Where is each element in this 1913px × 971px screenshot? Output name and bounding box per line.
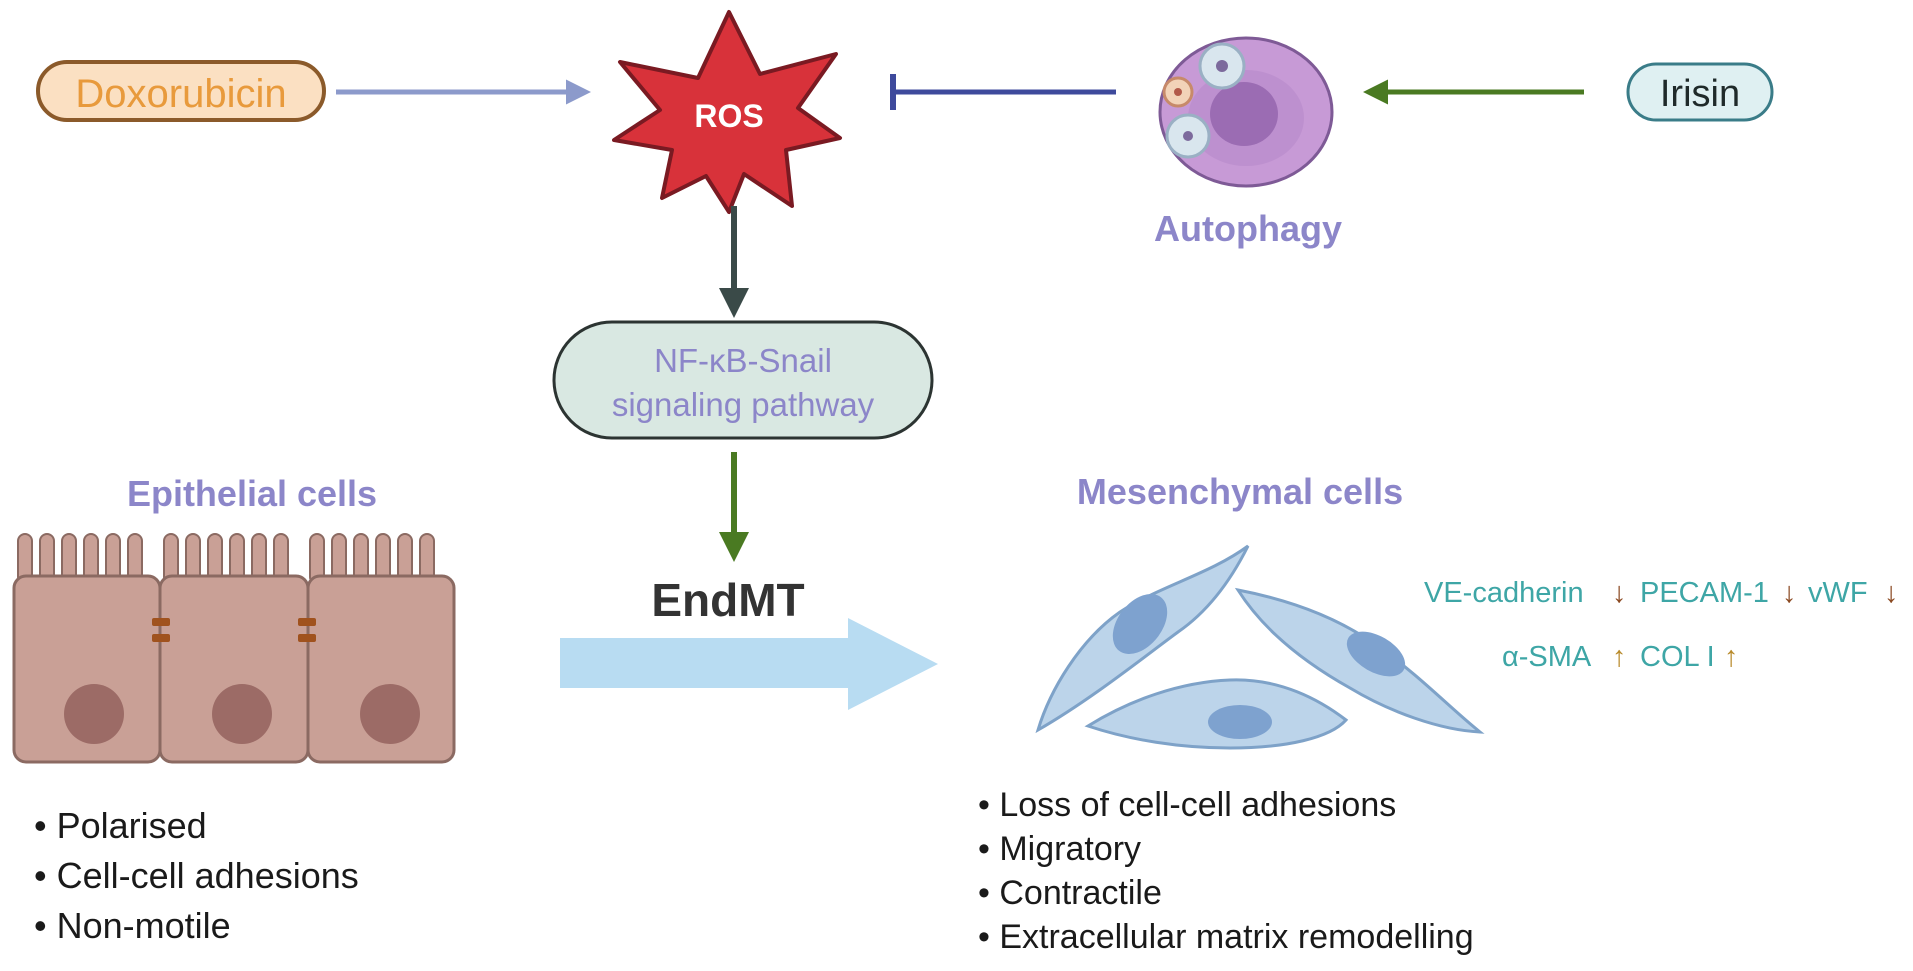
endmt-transition-arrow — [560, 618, 938, 710]
endmt-label: EndMT — [651, 574, 804, 626]
autophagy-label: Autophagy — [1154, 208, 1342, 249]
mesenchymal-bullet-1: • Loss of cell-cell adhesions — [978, 786, 1396, 824]
marker-up-arrow-1: ↑ — [1612, 641, 1627, 673]
doxorubicin-node: Doxorubicin — [36, 60, 326, 122]
marker-ve-cadherin: VE-cadherin — [1424, 577, 1584, 609]
marker-pecam-1: PECAM-1 — [1640, 577, 1769, 609]
nfkb-label-line2: signaling pathway — [612, 386, 875, 423]
ros-label: ROS — [694, 98, 763, 134]
autophagy-cell-icon — [1158, 36, 1334, 188]
epithelial-cells-icon — [12, 533, 456, 764]
marker-col-i: COL I — [1640, 641, 1715, 673]
ros-starburst-icon — [612, 10, 842, 214]
mesenchymal-bullet-3: • Contractile — [978, 874, 1162, 912]
autophagy-inhibits-ros — [890, 74, 1116, 110]
epithelial-title: Epithelial cells — [127, 473, 377, 514]
mesenchymal-title: Mesenchymal cells — [1077, 471, 1403, 512]
nfkb-label-line1: NF-κB-Snail — [654, 342, 832, 379]
mesenchymal-cells-icon — [1035, 544, 1485, 750]
marker-vwf: vWF — [1808, 577, 1868, 609]
marker-down-arrow-1: ↓ — [1612, 577, 1627, 609]
epithelial-bullet-3: • Non-motile — [34, 905, 231, 946]
epithelial-bullet-2: • Cell-cell adhesions — [34, 855, 359, 896]
marker-down-arrow-3: ↓ — [1884, 577, 1899, 609]
irisin-node: Irisin — [1626, 62, 1774, 122]
markers-panel: VE-cadherin ↓ PECAM-1 ↓ vWF ↓ α-SMA ↑ CO… — [1424, 577, 1899, 673]
ros-node: ROS — [612, 10, 842, 214]
marker-up-arrow-2: ↑ — [1724, 641, 1739, 673]
mesenchymal-bullet-4: • Extracellular matrix remodelling — [978, 918, 1474, 956]
nfkb-snail-node: NF-κB-Snail signaling pathway — [552, 320, 934, 440]
epithelial-bullet-1: • Polarised — [34, 805, 207, 846]
doxorubicin-label: Doxorubicin — [75, 72, 286, 116]
mesenchymal-bullet-2: • Migratory — [978, 830, 1141, 868]
marker-alpha-sma: α-SMA — [1502, 641, 1592, 673]
marker-down-arrow-2: ↓ — [1782, 577, 1797, 609]
irisin-label: Irisin — [1660, 73, 1740, 115]
